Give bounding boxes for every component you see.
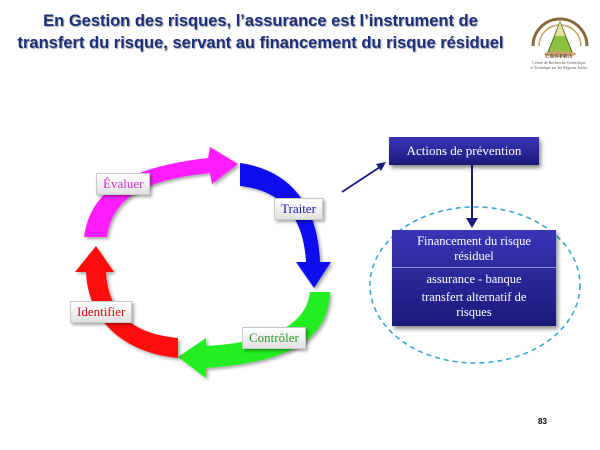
connector-prevention-financing-head — [466, 218, 478, 228]
controler-arrow — [178, 292, 330, 378]
label-identifier: Identifier — [70, 301, 133, 323]
financing-heading-line-2: résiduel — [454, 249, 494, 263]
financing-item-alternative: transfert alternatif de risques — [392, 287, 556, 320]
label-identifier-text: Identifier — [77, 304, 126, 319]
label-evaluer: Évaluer — [96, 173, 151, 195]
traiter-arrow — [240, 163, 331, 288]
logo-caption-line-1: Centre de Recherche Scientifique — [532, 60, 586, 65]
label-controler-text: Contrôler — [249, 330, 299, 345]
connector-traiter-prevention-head — [376, 162, 386, 171]
label-traiter-text: Traiter — [281, 201, 316, 216]
financing-item-alternative-line-2: risques — [456, 305, 492, 319]
slide-title: En Gestion des risques, l’assurance est … — [8, 10, 513, 54]
slide-title-line-2: transfert du risque, servant au financem… — [17, 34, 504, 52]
evaluer-arrow — [84, 147, 238, 237]
connector-traiter-prevention — [341, 166, 381, 193]
logo-name: CRSTRA — [545, 54, 573, 60]
logo-caption: CRSTRA Centre de Recherche Scientifique … — [518, 54, 600, 70]
label-evaluer-text: Évaluer — [103, 176, 144, 191]
page-number: 83 — [538, 417, 547, 426]
prevention-box-label: Actions de prévention — [406, 143, 522, 158]
financing-box: Financement du risque résiduel assurance… — [392, 230, 556, 326]
prevention-box: Actions de prévention — [389, 137, 539, 165]
financing-item-insurance: assurance - banque — [426, 272, 522, 286]
label-traiter: Traiter — [274, 198, 323, 220]
slide-title-line-1: En Gestion des risques, l’assurance est … — [43, 12, 478, 30]
identifier-arrow — [75, 246, 178, 358]
financing-dashed-ellipse — [369, 206, 581, 364]
financing-box-heading: Financement du risque résiduel — [392, 230, 556, 268]
crstra-logo — [531, 17, 589, 57]
label-controler: Contrôler — [242, 327, 306, 349]
financing-heading-line-1: Financement du risque — [417, 234, 531, 248]
financing-item-alternative-line-1: transfert alternatif de — [421, 290, 527, 304]
logo-caption-line-2: et Technique sur les Régions Arides — [530, 65, 588, 70]
